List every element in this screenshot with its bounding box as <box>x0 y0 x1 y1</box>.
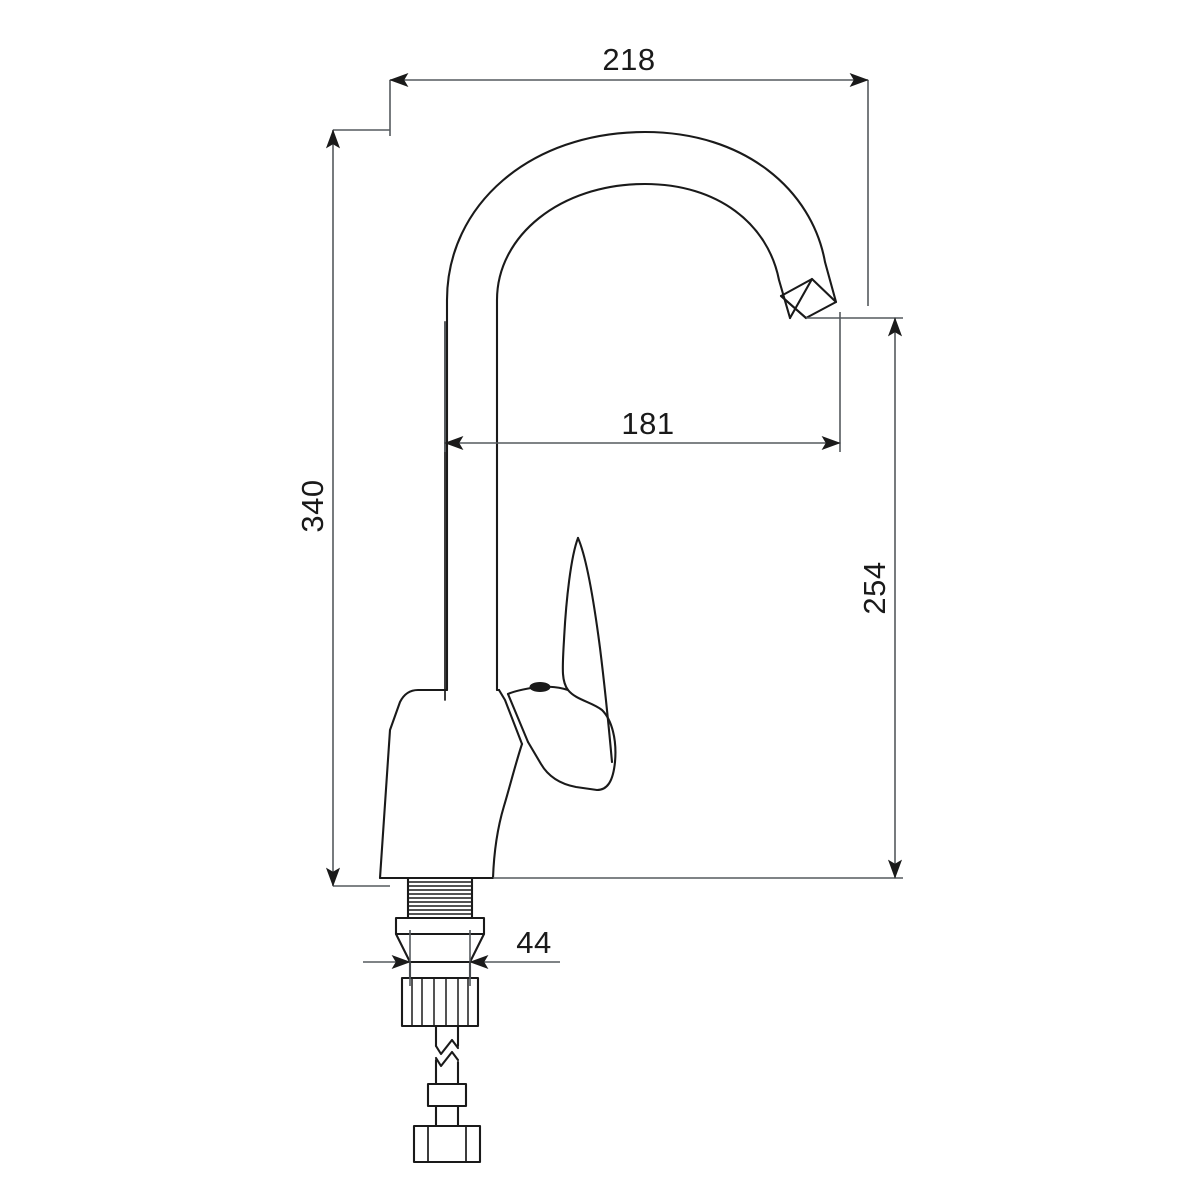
dimension-shank-diameter: 44 <box>363 925 560 986</box>
dimension-spout-reach: 181 <box>444 312 841 452</box>
spout-arc <box>445 130 838 692</box>
dimension-label-overall-width: 218 <box>602 42 655 77</box>
threaded-shank <box>406 876 474 920</box>
dimension-label-spout-outlet-height: 254 <box>857 561 892 614</box>
body-taper <box>378 688 524 880</box>
faucet-geometry <box>378 130 838 1164</box>
stud-rod <box>426 1024 468 1128</box>
dimension-label-overall-height: 340 <box>295 479 330 532</box>
lever-handle <box>497 536 617 792</box>
dimension-overall-height: 340 <box>295 129 390 887</box>
index-plug <box>529 682 551 692</box>
hex-nut <box>412 1124 482 1164</box>
ribbed-nut <box>400 976 480 1028</box>
spout-outlet <box>779 277 838 320</box>
dimension-label-shank-diameter: 44 <box>516 925 551 960</box>
dimension-spout-outlet-height: 254 <box>493 317 903 879</box>
dimension-label-spout-reach: 181 <box>621 406 674 441</box>
collar-straight <box>408 960 472 980</box>
dimension-overall-width: 218 <box>389 42 869 306</box>
